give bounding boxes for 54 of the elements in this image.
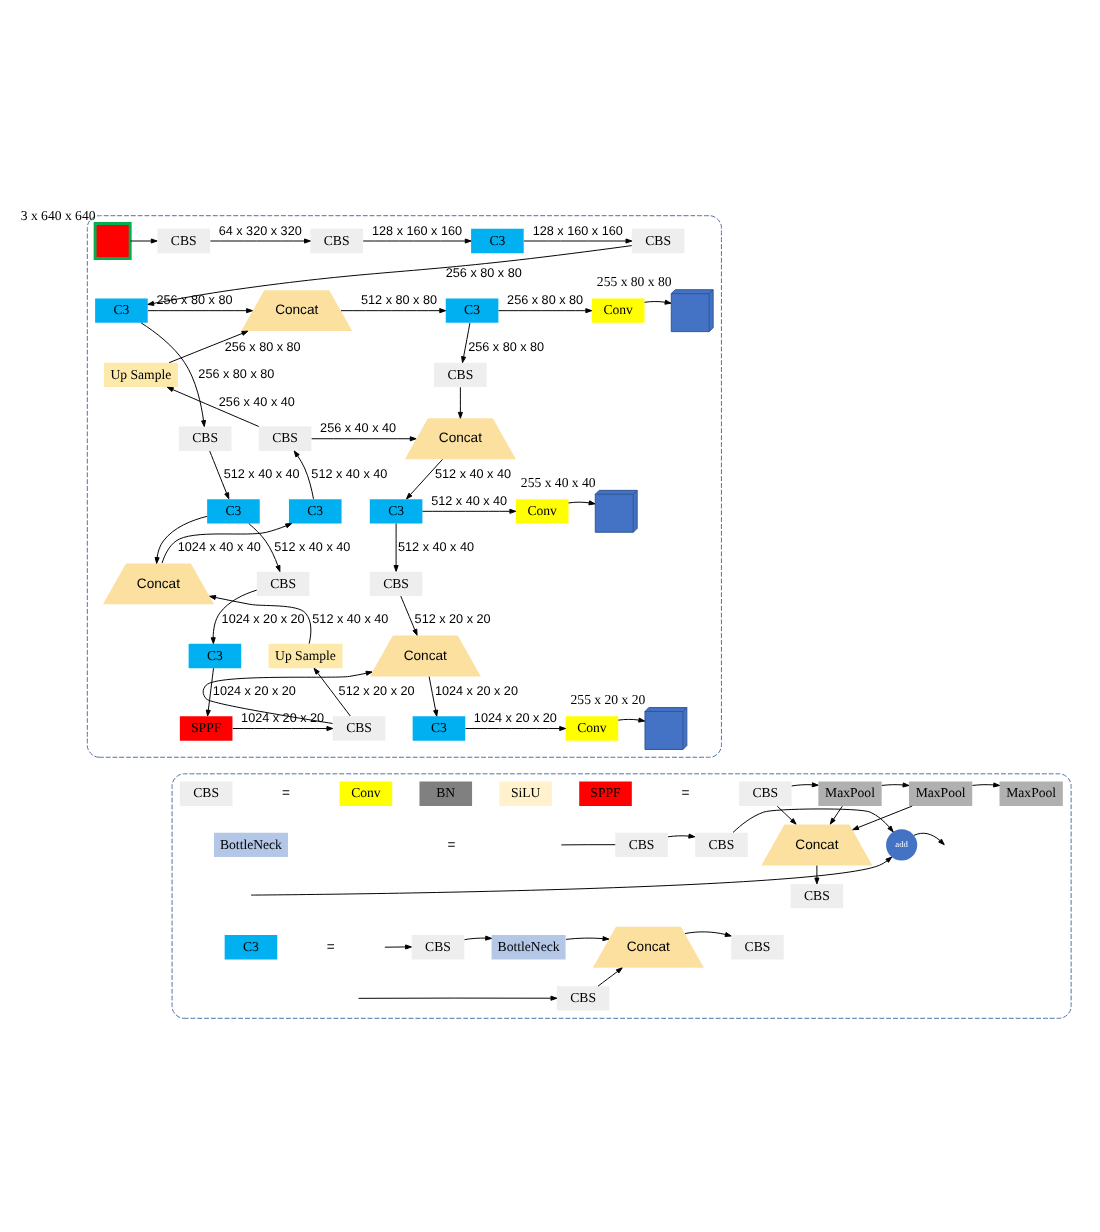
arrow (393, 522, 399, 571)
arrow (250, 855, 893, 895)
arrow (209, 237, 311, 243)
arrow (210, 588, 258, 644)
arrow (362, 237, 472, 243)
arrow (129, 237, 158, 243)
arrow (147, 244, 633, 305)
arrow (498, 307, 593, 313)
arrow (644, 298, 672, 304)
arrow (232, 725, 334, 731)
arrow (311, 435, 417, 441)
arrow (154, 514, 208, 563)
arrow (166, 385, 260, 426)
arrow (814, 864, 820, 884)
arrow (147, 307, 253, 313)
arrow (457, 385, 463, 418)
arrow (202, 669, 373, 723)
arrow (852, 804, 913, 830)
arrow (971, 781, 1000, 787)
arrow (568, 499, 596, 505)
arrow (667, 832, 696, 838)
arrow (732, 807, 894, 832)
arrow (523, 237, 633, 243)
arrow (829, 804, 843, 824)
arrow (464, 934, 493, 940)
arrow (617, 716, 646, 722)
arrow (293, 449, 314, 499)
arrow (428, 675, 439, 716)
arrow (340, 307, 447, 313)
arrow (597, 966, 623, 986)
arrow (565, 935, 610, 941)
arrow (461, 321, 471, 363)
arrow (358, 994, 558, 1000)
arrow (913, 831, 945, 845)
arrow (791, 781, 819, 787)
arrow (881, 781, 910, 787)
arrow (384, 943, 412, 949)
arrow (313, 666, 351, 716)
arrow (161, 522, 293, 563)
arrow (168, 329, 249, 363)
arrow (422, 507, 517, 513)
cluster (171, 772, 1072, 1018)
arrow (209, 449, 230, 499)
arrow (205, 666, 214, 716)
arrow (209, 593, 312, 644)
arrow (400, 594, 418, 635)
arrow (684, 930, 732, 936)
arrow (776, 804, 797, 824)
arrow (140, 321, 207, 426)
node-box (93, 221, 132, 259)
connector (560, 843, 616, 845)
arrow (465, 725, 567, 731)
arrow (248, 522, 281, 572)
arrow (406, 457, 443, 499)
